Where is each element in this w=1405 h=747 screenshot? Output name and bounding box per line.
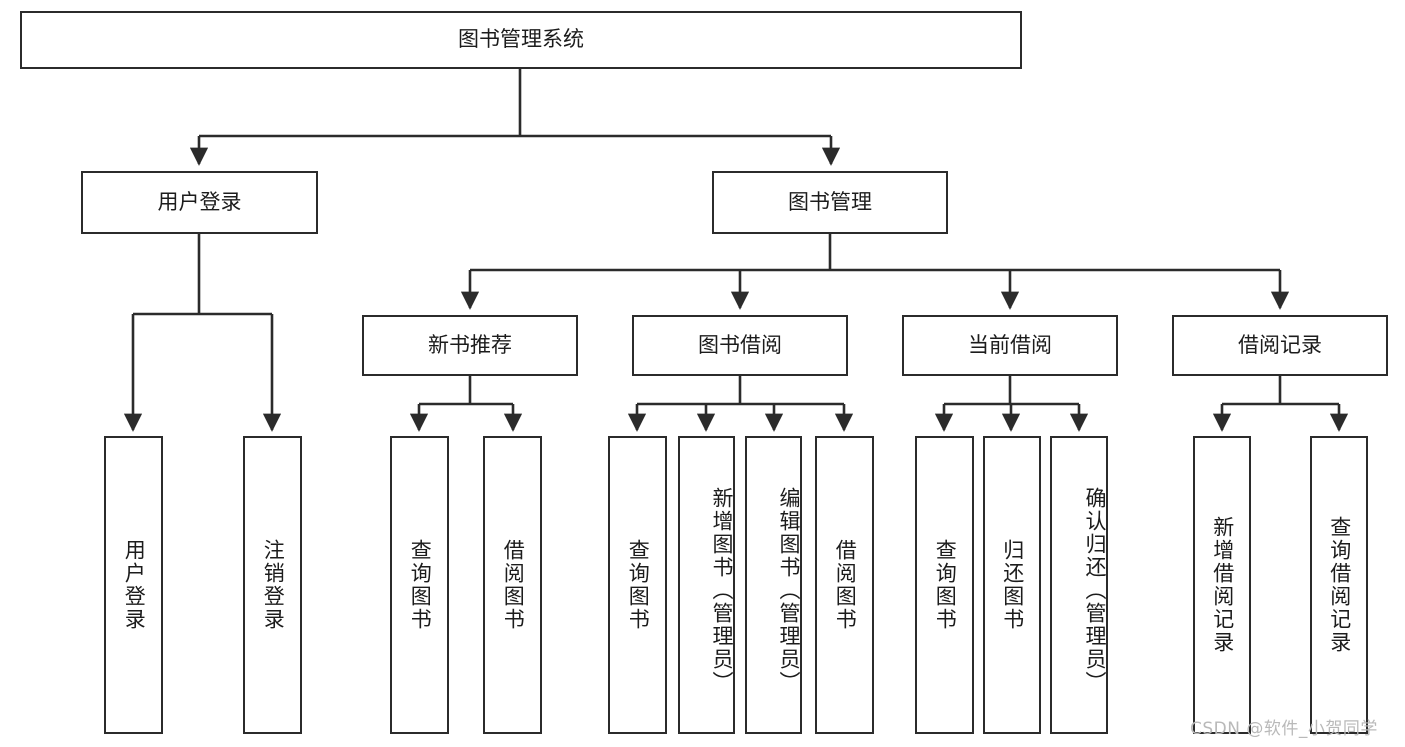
node-user-login[interactable]: 用户登录 xyxy=(81,171,318,234)
leaf-edit-book-admin[interactable]: 编辑图书（管理员） xyxy=(745,436,802,734)
leaf-query-borrow-record[interactable]: 查询借阅记录 xyxy=(1310,436,1368,734)
node-current-borrow[interactable]: 当前借阅 xyxy=(902,315,1118,376)
leaf-add-book-admin[interactable]: 新增图书（管理员） xyxy=(678,436,735,734)
leaf-borrow-book[interactable]: 借阅图书 xyxy=(815,436,874,734)
node-book-management[interactable]: 图书管理 xyxy=(712,171,948,234)
node-borrow-record[interactable]: 借阅记录 xyxy=(1172,315,1388,376)
leaf-borrow-book-recommend[interactable]: 借阅图书 xyxy=(483,436,542,734)
leaf-user-login[interactable]: 用户登录 xyxy=(104,436,163,734)
node-book-borrow[interactable]: 图书借阅 xyxy=(632,315,848,376)
node-root[interactable]: 图书管理系统 xyxy=(20,11,1022,69)
leaf-return-book[interactable]: 归还图书 xyxy=(983,436,1041,734)
leaf-add-borrow-record[interactable]: 新增借阅记录 xyxy=(1193,436,1251,734)
leaf-logout[interactable]: 注销登录 xyxy=(243,436,302,734)
leaf-query-book-borrow[interactable]: 查询图书 xyxy=(608,436,667,734)
node-new-book-recommend[interactable]: 新书推荐 xyxy=(362,315,578,376)
watermark: CSDN @软件_小贺同学 xyxy=(1190,719,1378,739)
leaf-query-book-recommend[interactable]: 查询图书 xyxy=(390,436,449,734)
leaf-query-book-current[interactable]: 查询图书 xyxy=(915,436,974,734)
leaf-confirm-return-admin[interactable]: 确认归还（管理员） xyxy=(1050,436,1108,734)
